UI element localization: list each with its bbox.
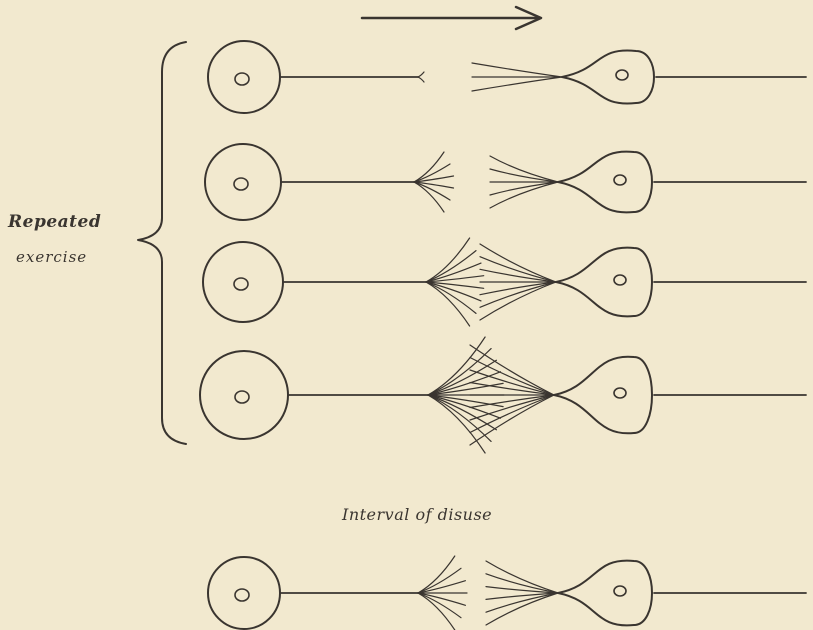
presynaptic-branch bbox=[417, 580, 466, 594]
presynaptic-nucleus bbox=[233, 177, 249, 191]
presynaptic-branch bbox=[413, 181, 445, 213]
presynaptic-branch bbox=[425, 281, 482, 302]
presynaptic-branch bbox=[425, 275, 485, 283]
presynaptic-branch bbox=[427, 348, 492, 396]
postsynaptic-dendrite bbox=[469, 369, 555, 396]
postsynaptic-dendrite bbox=[489, 181, 559, 209]
postsynaptic-dendrite bbox=[479, 243, 557, 283]
presynaptic-branch bbox=[427, 394, 504, 408]
neuron-row-1 bbox=[207, 40, 807, 114]
direction-arrow bbox=[360, 5, 543, 31]
presynaptic-branch bbox=[427, 371, 502, 396]
postsynaptic-dendrite bbox=[469, 344, 555, 396]
presynaptic-branch bbox=[425, 281, 471, 327]
presynaptic-branch bbox=[427, 382, 504, 396]
postsynaptic-cell-body bbox=[557, 150, 653, 214]
presynaptic-cell-body bbox=[207, 556, 281, 630]
presynaptic-nucleus bbox=[233, 277, 249, 291]
postsynaptic-dendrite bbox=[489, 181, 559, 196]
postsynaptic-nucleus bbox=[613, 174, 627, 186]
postsynaptic-cell-body bbox=[561, 49, 655, 105]
presynaptic-branch bbox=[417, 555, 456, 594]
postsynaptic-dendrite bbox=[485, 573, 559, 594]
neuron-row-5 bbox=[207, 555, 807, 630]
postsynaptic-dendrite bbox=[469, 394, 555, 446]
presynaptic-branch bbox=[417, 592, 456, 630]
postsynaptic-nucleus bbox=[613, 274, 627, 286]
presynaptic-branch bbox=[427, 336, 486, 396]
presynaptic-branch bbox=[425, 262, 482, 283]
neuron-row-4 bbox=[199, 336, 807, 454]
exercise-label: exercise bbox=[16, 248, 88, 266]
presynaptic-branch bbox=[417, 71, 425, 78]
postsynaptic-nucleus bbox=[613, 585, 627, 597]
presynaptic-branch bbox=[427, 359, 497, 396]
postsynaptic-dendrite bbox=[489, 168, 559, 183]
presynaptic-cell-body bbox=[199, 350, 289, 440]
presynaptic-branch bbox=[427, 394, 497, 431]
presynaptic-branch bbox=[425, 237, 471, 283]
presynaptic-branch bbox=[427, 394, 502, 419]
neuron-rows bbox=[199, 40, 807, 630]
presynaptic-nucleus bbox=[234, 72, 250, 86]
presynaptic-branch bbox=[413, 181, 455, 189]
postsynaptic-cell-body bbox=[555, 246, 653, 318]
presynaptic-branch bbox=[425, 281, 485, 289]
postsynaptic-dendrite bbox=[485, 592, 559, 626]
presynaptic-cell-body bbox=[202, 241, 284, 323]
postsynaptic-dendrite bbox=[485, 592, 559, 613]
postsynaptic-dendrite bbox=[469, 356, 555, 396]
repeated-label: Repeated bbox=[8, 212, 102, 232]
presynaptic-branch bbox=[413, 151, 445, 183]
interval-of-disuse-label: Interval of disuse bbox=[342, 505, 493, 524]
postsynaptic-cell-body bbox=[557, 559, 653, 627]
postsynaptic-dendrite bbox=[479, 281, 557, 321]
presynaptic-branch bbox=[417, 592, 466, 606]
postsynaptic-nucleus bbox=[613, 387, 627, 399]
presynaptic-branch bbox=[413, 163, 451, 183]
postsynaptic-dendrite bbox=[485, 560, 559, 594]
presynaptic-branch bbox=[417, 76, 425, 83]
postsynaptic-dendrite bbox=[485, 586, 559, 594]
presynaptic-nucleus bbox=[234, 588, 250, 602]
presynaptic-branch bbox=[425, 250, 477, 283]
postsynaptic-dendrite bbox=[479, 281, 557, 296]
repeated-exercise-bracket bbox=[137, 41, 187, 445]
postsynaptic-dendrite bbox=[471, 76, 563, 92]
presynaptic-branch bbox=[427, 394, 486, 454]
postsynaptic-dendrite bbox=[469, 394, 555, 434]
postsynaptic-dendrite bbox=[469, 381, 555, 396]
presynaptic-cell-body bbox=[207, 40, 281, 114]
presynaptic-nucleus bbox=[234, 390, 250, 404]
postsynaptic-dendrite bbox=[489, 155, 559, 183]
neuron-row-2 bbox=[204, 143, 807, 221]
presynaptic-branch bbox=[413, 175, 455, 183]
postsynaptic-dendrite bbox=[469, 394, 555, 421]
presynaptic-branch bbox=[427, 394, 492, 442]
presynaptic-cell-body bbox=[204, 143, 282, 221]
postsynaptic-cell-body bbox=[553, 355, 653, 435]
postsynaptic-dendrite bbox=[469, 394, 555, 409]
postsynaptic-dendrite bbox=[471, 62, 563, 78]
postsynaptic-nucleus bbox=[615, 69, 629, 81]
presynaptic-branch bbox=[417, 567, 462, 594]
postsynaptic-dendrite bbox=[479, 268, 557, 283]
neuron-row-3 bbox=[202, 237, 807, 327]
postsynaptic-dendrite bbox=[479, 256, 557, 283]
postsynaptic-dendrite bbox=[485, 592, 559, 600]
postsynaptic-dendrite bbox=[479, 281, 557, 308]
